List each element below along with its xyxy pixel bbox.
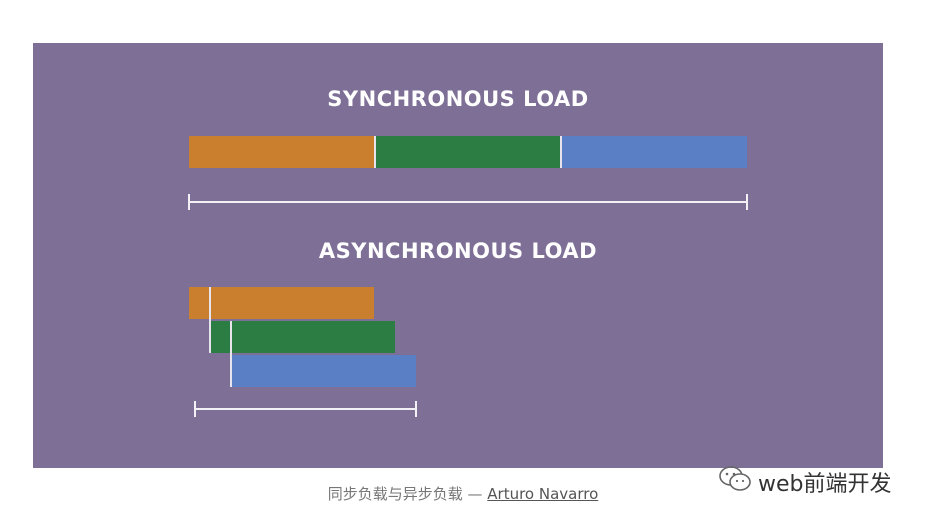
watermark: web前端开发: [718, 465, 892, 499]
sync-bar-orange: [189, 136, 375, 168]
diagram-panel: SYNCHRONOUS LOAD ASYNCHRONOUS LOAD: [33, 43, 883, 468]
async-start-line-green: [209, 287, 211, 353]
sync-bar-green: [375, 136, 561, 168]
async-load-title: ASYNCHRONOUS LOAD: [318, 239, 598, 263]
async-bar-orange: [189, 287, 374, 319]
figure-caption: 同步负载与异步负载 — Arturo Navarro: [0, 483, 926, 504]
async-bar-blue: [231, 355, 416, 387]
async-duration-line: [194, 408, 416, 410]
wechat-icon: [718, 465, 752, 499]
author-link[interactable]: Arturo Navarro: [487, 485, 599, 503]
sync-divider-1: [374, 136, 376, 168]
sync-bracket-right-cap: [746, 194, 748, 210]
sync-divider-2: [560, 136, 562, 168]
async-start-line-blue: [230, 321, 232, 387]
sync-bar-blue: [561, 136, 747, 168]
sync-load-title: SYNCHRONOUS LOAD: [327, 87, 589, 111]
watermark-text: web前端开发: [758, 472, 892, 497]
sync-duration-line: [188, 201, 748, 203]
async-bracket-right-cap: [415, 401, 417, 417]
caption-text: 同步负载与异步负载 —: [327, 485, 488, 503]
async-bar-green: [210, 321, 395, 353]
